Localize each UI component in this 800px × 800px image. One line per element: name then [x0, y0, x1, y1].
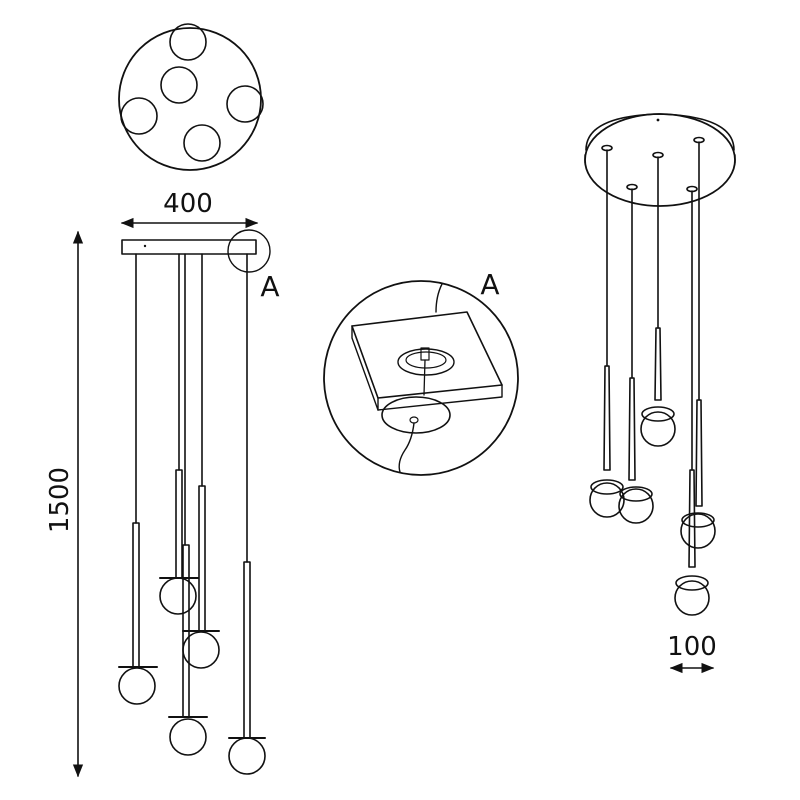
detail-a-title: A [480, 268, 499, 301]
height-dimension-label: 1500 [45, 467, 75, 533]
globe-top-3 [120, 97, 158, 135]
canopy-plate [121, 239, 257, 255]
top-view [118, 23, 264, 171]
perspective-pendant-4 [680, 141, 716, 549]
globe-top-4 [226, 85, 264, 123]
pendant-1 [118, 253, 158, 705]
detail-a-marker-label: A [260, 270, 279, 303]
pendant-2 [159, 253, 199, 615]
pendant-5 [228, 253, 266, 775]
perspective-pendant-5 [674, 190, 710, 616]
detail-a-marker [227, 229, 271, 273]
globe-top-1 [169, 23, 207, 61]
width-dimension-label: 400 [163, 189, 213, 219]
pendant-4 [182, 253, 220, 669]
globe-top-2 [160, 66, 198, 104]
globe-top-5 [183, 124, 221, 162]
front-view: 400 1500 A [45, 189, 280, 778]
detail-a-view: A [323, 268, 519, 476]
perspective-pendant-3 [640, 156, 676, 447]
perspective-pendant-1 [589, 149, 625, 518]
globe-dimension-label: 100 [667, 632, 717, 662]
perspective-view: 100 [584, 113, 736, 674]
perspective-pendant-2 [618, 188, 654, 524]
